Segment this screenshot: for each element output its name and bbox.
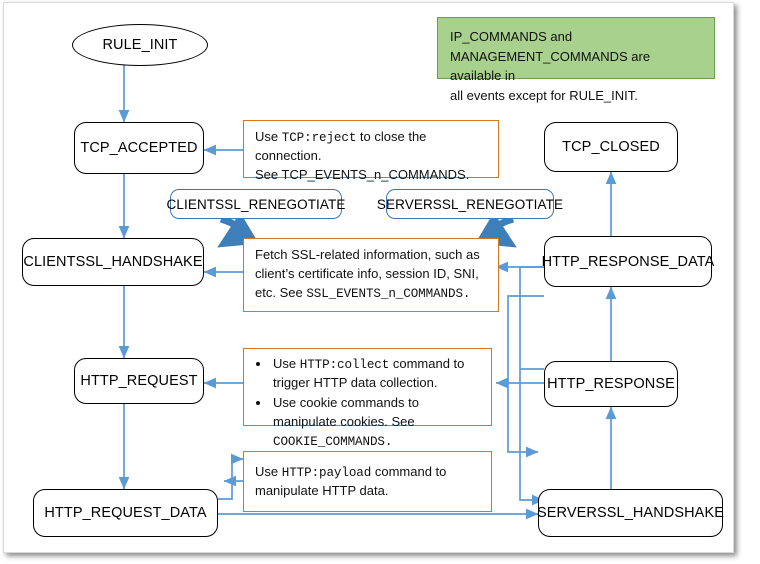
node-http-response[interactable]: HTTP_RESPONSE	[544, 361, 678, 407]
node-http-response-label: HTTP_RESPONSE	[547, 376, 675, 392]
callout-ssl-note: Fetch SSL-related information, such as c…	[243, 238, 499, 312]
node-http-request-label: HTTP_REQUEST	[80, 373, 198, 389]
payload-note-code-1: HTTP:payload	[281, 466, 372, 480]
node-http-request-data-label: HTTP_REQUEST_DATA	[44, 505, 207, 521]
node-tcp-accepted[interactable]: TCP_ACCEPTED	[74, 122, 204, 174]
node-clientssl-renegotiate-label: CLIENTSSL_RENEGOTIATE	[166, 196, 346, 212]
node-tcp-closed-label: TCP_CLOSED	[562, 139, 660, 155]
http-note-code-1: HTTP:collect	[299, 358, 390, 372]
green-note-line-2: MANAGEMENT_COMMANDS are available in	[450, 48, 651, 84]
tcp-note-code-2: TCP_EVENTS_n_COMMANDS.	[281, 167, 470, 183]
tcp-note-line-1: Use TCP:reject to close the connection.	[255, 128, 488, 166]
node-serverssl-renegotiate-label: SERVERSSL_RENEGOTIATE	[376, 196, 564, 212]
node-tcp-accepted-label: TCP_ACCEPTED	[80, 140, 198, 156]
payload-note-text: Use HTTP:payload command to manipulate H…	[255, 463, 481, 501]
http-note-code-2: COOKIE_COMMANDS.	[273, 434, 393, 449]
callout-http-note: Use HTTP:collect command to trigger HTTP…	[243, 348, 492, 449]
http-note-list: Use HTTP:collect command to trigger HTTP…	[255, 355, 481, 451]
node-http-response-data-label: HTTP_RESPONSE_DATA	[541, 253, 715, 270]
callout-global-commands-note: IP_COMMANDS and MANAGEMENT_COMMANDS are …	[437, 17, 715, 103]
payload-note-text-b: command to manipulate HTTP data.	[255, 464, 447, 499]
http-note-bullet-1: Use HTTP:collect command to trigger HTTP…	[271, 355, 481, 393]
node-rule-init[interactable]: RULE_INIT	[72, 24, 208, 66]
tcp-note-text-b: to close the connection.	[255, 129, 427, 164]
node-clientssl-handshake[interactable]: CLIENTSSL_HANDSHAKE	[22, 238, 204, 286]
node-clientssl-handshake-label: CLIENTSSL_HANDSHAKE	[23, 254, 203, 270]
green-note-line-3: all events except for RULE_INIT.	[450, 87, 638, 103]
http-note-text-b: command to trigger HTTP data collection.	[273, 356, 465, 391]
ssl-note-text-a: etc. See	[255, 284, 307, 300]
node-serverssl-handshake[interactable]: SERVERSSL_HANDSHAKE	[537, 489, 724, 537]
green-note-line-1: IP_COMMANDS and	[450, 29, 573, 44]
ssl-note-code-1: SSL_EVENTS_n_COMMANDS.	[306, 286, 471, 301]
node-serverssl-handshake-label: SERVERSSL_HANDSHAKE	[537, 505, 724, 521]
tcp-note-code-1: TCP:reject	[281, 131, 357, 145]
node-clientssl-renegotiate[interactable]: CLIENTSSL_RENEGOTIATE	[167, 189, 345, 219]
callout-payload-note: Use HTTP:payload command to manipulate H…	[243, 451, 492, 512]
node-serverssl-renegotiate[interactable]: SERVERSSL_RENEGOTIATE	[377, 189, 563, 219]
node-rule-init-label: RULE_INIT	[102, 37, 178, 53]
tcp-note-text-c: See	[255, 167, 282, 183]
tcp-note-line-2: See TCP_EVENTS_n_COMMANDS.	[255, 166, 488, 185]
node-http-request[interactable]: HTTP_REQUEST	[74, 358, 204, 404]
payload-note-text-a: Use	[255, 464, 282, 479]
node-http-request-data[interactable]: HTTP_REQUEST_DATA	[33, 489, 218, 537]
ssl-note-line-2: client’s certificate info, session ID, S…	[255, 265, 479, 281]
callout-tcp-note: Use TCP:reject to close the connection. …	[243, 120, 499, 182]
http-note-bullet-2: Use cookie commands to manipulate cookie…	[271, 394, 481, 451]
tcp-note-text-a: Use	[255, 129, 282, 144]
ssl-note-line-1: Fetch SSL-related information, such as	[255, 247, 480, 262]
node-http-response-data[interactable]: HTTP_RESPONSE_DATA	[541, 236, 715, 287]
http-note-text-c: Use cookie commands to manipulate cookie…	[273, 395, 419, 429]
ssl-note-line-3: etc. See SSL_EVENTS_n_COMMANDS.	[255, 284, 488, 303]
http-note-text-a: Use	[273, 356, 300, 371]
node-tcp-closed[interactable]: TCP_CLOSED	[544, 122, 678, 172]
